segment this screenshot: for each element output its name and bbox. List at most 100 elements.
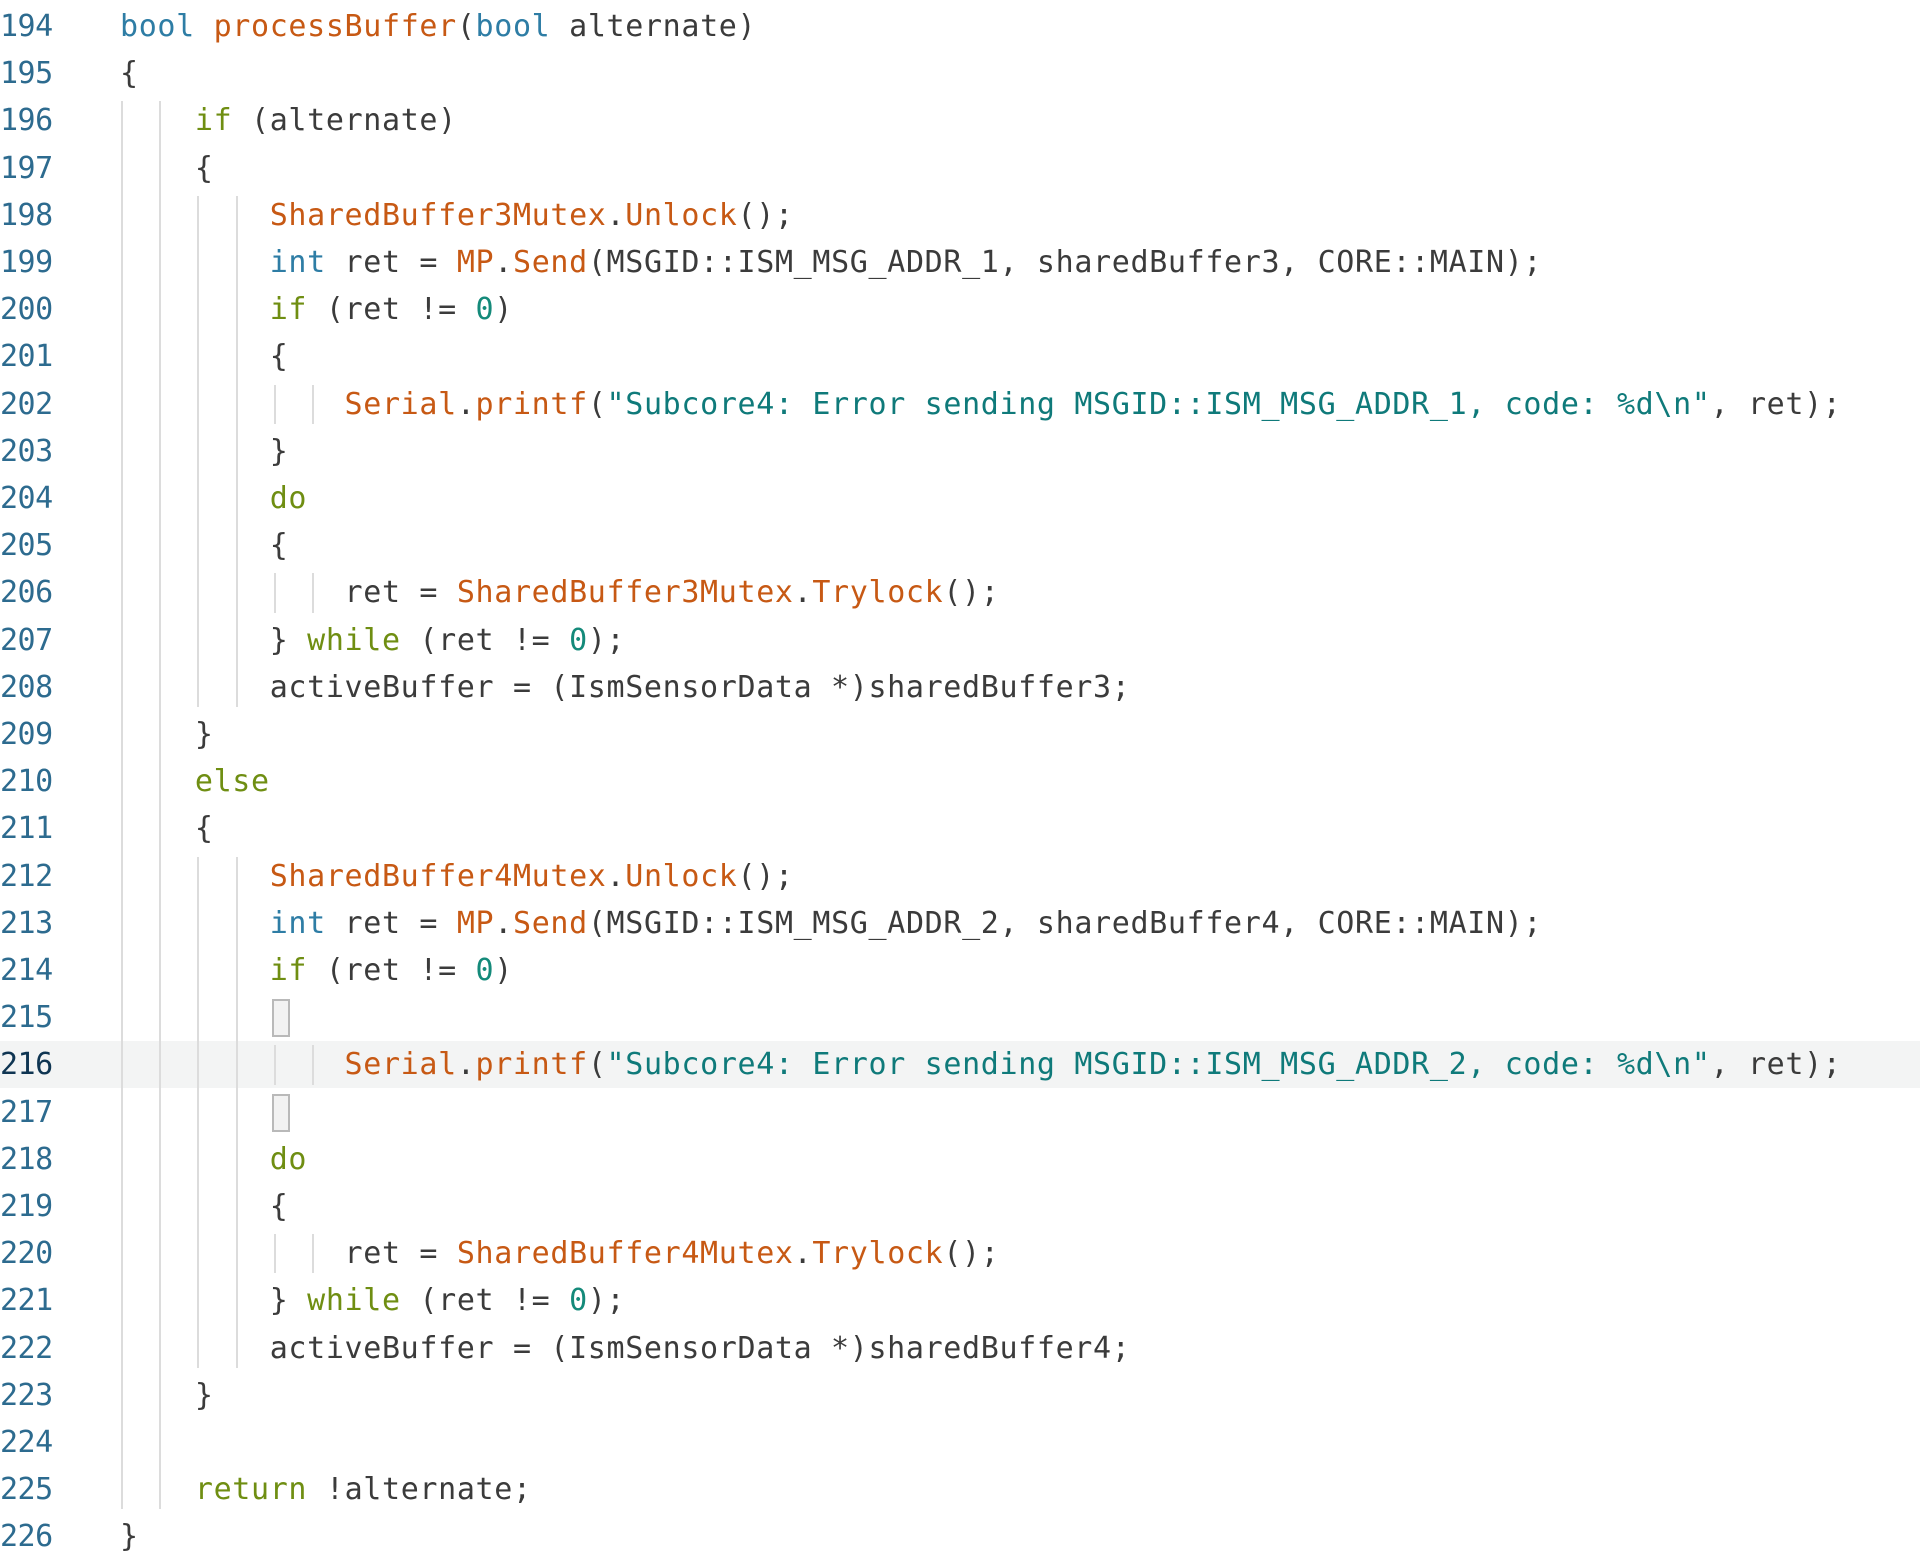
code-token: if (269, 953, 308, 988)
code-token: (); (943, 575, 1000, 611)
code-line[interactable]: 222 activeBuffer = (IsmSensorData *)shar… (0, 1325, 1920, 1372)
code-line[interactable]: 225 return !alternate; (0, 1466, 1920, 1513)
code-line[interactable]: 204 do (0, 475, 1920, 522)
indent-guide (312, 1234, 314, 1274)
indent-guide (274, 573, 276, 613)
code-text[interactable]: int ret = MP.Send(MSGID::ISM_MSG_ADDR_2,… (120, 900, 1542, 947)
code-text[interactable]: else (120, 758, 270, 805)
code-line[interactable]: 223 } (0, 1372, 1920, 1419)
code-text[interactable]: if (ret != 0) (120, 286, 513, 333)
code-text[interactable]: return !alternate; (120, 1466, 532, 1513)
code-text[interactable]: ret = SharedBuffer3Mutex.Trylock(); (120, 569, 999, 616)
code-line[interactable]: 208 activeBuffer = (IsmSensorData *)shar… (0, 664, 1920, 711)
indent-guide (312, 1045, 314, 1085)
line-number: 201 (0, 339, 53, 375)
code-text[interactable]: if (ret != 0) (120, 947, 513, 994)
code-line[interactable]: 226} (0, 1513, 1920, 1560)
code-text[interactable]: do (120, 1136, 307, 1183)
code-text[interactable]: } (120, 1089, 288, 1136)
code-text[interactable]: SharedBuffer4Mutex.Unlock(); (120, 853, 794, 900)
code-text[interactable]: Serial.printf("Subcore4: Error sending M… (120, 381, 1842, 428)
code-text[interactable]: { (120, 333, 288, 380)
code-text[interactable]: { (120, 805, 214, 852)
code-line[interactable]: 198 SharedBuffer3Mutex.Unlock(); (0, 192, 1920, 239)
line-number: 226 (0, 1519, 53, 1555)
code-token: } (120, 622, 308, 658)
code-line[interactable]: 200 if (ret != 0) (0, 286, 1920, 333)
code-token (120, 387, 345, 422)
code-token: } (120, 1094, 289, 1130)
code-line[interactable]: 219 { (0, 1183, 1920, 1230)
code-line[interactable]: 213 int ret = MP.Send(MSGID::ISM_MSG_ADD… (0, 900, 1920, 947)
code-line[interactable]: 199 int ret = MP.Send(MSGID::ISM_MSG_ADD… (0, 239, 1920, 286)
code-line[interactable]: 214 if (ret != 0) (0, 947, 1920, 994)
code-text[interactable]: } (120, 1513, 139, 1560)
code-text[interactable]: do (120, 475, 307, 522)
code-text[interactable]: activeBuffer = (IsmSensorData *)sharedBu… (120, 1325, 1130, 1372)
code-token: 0 (475, 953, 495, 988)
code-text[interactable]: Serial.printf("Subcore4: Error sending M… (120, 1041, 1842, 1088)
code-token: ret = (120, 1236, 457, 1272)
code-text[interactable]: } while (ret != 0); (120, 1277, 625, 1324)
line-number: 204 (0, 481, 53, 516)
code-token (120, 481, 270, 516)
code-line[interactable]: 221 } while (ret != 0); (0, 1277, 1920, 1324)
line-number: 207 (0, 622, 53, 658)
code-token: { (120, 56, 139, 92)
code-token: } (120, 1283, 308, 1319)
code-text[interactable]: bool processBuffer(bool alternate) (120, 3, 756, 50)
code-text[interactable]: { (120, 522, 288, 569)
code-token: 0 (569, 1283, 588, 1319)
code-text[interactable]: { (120, 145, 214, 192)
code-token: ) (494, 953, 513, 988)
code-text[interactable]: { (120, 994, 288, 1041)
code-text[interactable]: } while (ret != 0); (120, 617, 625, 664)
indent-guide (312, 384, 314, 424)
code-token: Trylock (812, 1236, 944, 1272)
code-text[interactable]: if (alternate) (120, 97, 457, 144)
code-text[interactable]: ret = SharedBuffer4Mutex.Trylock(); (120, 1230, 999, 1277)
code-line[interactable]: 206 ret = SharedBuffer3Mutex.Trylock(); (0, 569, 1920, 616)
code-line[interactable]: 224 (0, 1419, 1920, 1466)
code-line[interactable]: 210 else (0, 758, 1920, 805)
code-token: } (120, 1377, 214, 1413)
code-line[interactable]: 212 SharedBuffer4Mutex.Unlock(); (0, 853, 1920, 900)
line-number: 211 (0, 811, 53, 847)
code-line[interactable]: 205 { (0, 522, 1920, 569)
code-token: { (120, 811, 214, 847)
code-token: alternate) (550, 9, 757, 44)
code-token: ( (587, 386, 607, 422)
code-token (120, 1472, 195, 1507)
code-text[interactable]: activeBuffer = (IsmSensorData *)sharedBu… (120, 664, 1130, 711)
code-line[interactable]: 207 } while (ret != 0); (0, 617, 1920, 664)
code-text[interactable]: int ret = MP.Send(MSGID::ISM_MSG_ADDR_1,… (120, 239, 1542, 286)
code-text[interactable]: } (120, 1372, 214, 1419)
code-token: (ret != (400, 622, 570, 658)
code-line[interactable]: 209 } (0, 711, 1920, 758)
code-text[interactable]: } (120, 711, 214, 758)
code-line[interactable]: 218 do (0, 1136, 1920, 1183)
code-line[interactable]: 201 { (0, 333, 1920, 380)
code-token: ); (587, 622, 626, 658)
code-line[interactable]: 216 Serial.printf("Subcore4: Error sendi… (0, 1041, 1920, 1089)
code-line[interactable]: 196 if (alternate) (0, 97, 1920, 144)
code-text[interactable]: { (120, 50, 139, 97)
code-token: "Subcore4: Error sending MSGID::ISM_MSG_… (606, 1047, 1711, 1083)
line-number: 212 (0, 858, 53, 894)
code-text[interactable]: { (120, 1183, 288, 1230)
bracket-match-highlight (272, 999, 290, 1038)
code-token: . (456, 1047, 476, 1083)
code-line[interactable]: 211 { (0, 805, 1920, 852)
code-line[interactable]: 202 Serial.printf("Subcore4: Error sendi… (0, 381, 1920, 428)
code-line[interactable]: 197 { (0, 145, 1920, 192)
code-line[interactable]: 220 ret = SharedBuffer4Mutex.Trylock(); (0, 1230, 1920, 1277)
code-line[interactable]: 195{ (0, 50, 1920, 97)
code-text[interactable]: SharedBuffer3Mutex.Unlock(); (120, 192, 794, 239)
code-token: ( (456, 9, 476, 44)
code-text[interactable]: } (120, 428, 288, 475)
code-token: SharedBuffer3Mutex (269, 197, 607, 233)
code-token: . (494, 245, 513, 280)
code-line[interactable]: 203 } (0, 428, 1920, 475)
